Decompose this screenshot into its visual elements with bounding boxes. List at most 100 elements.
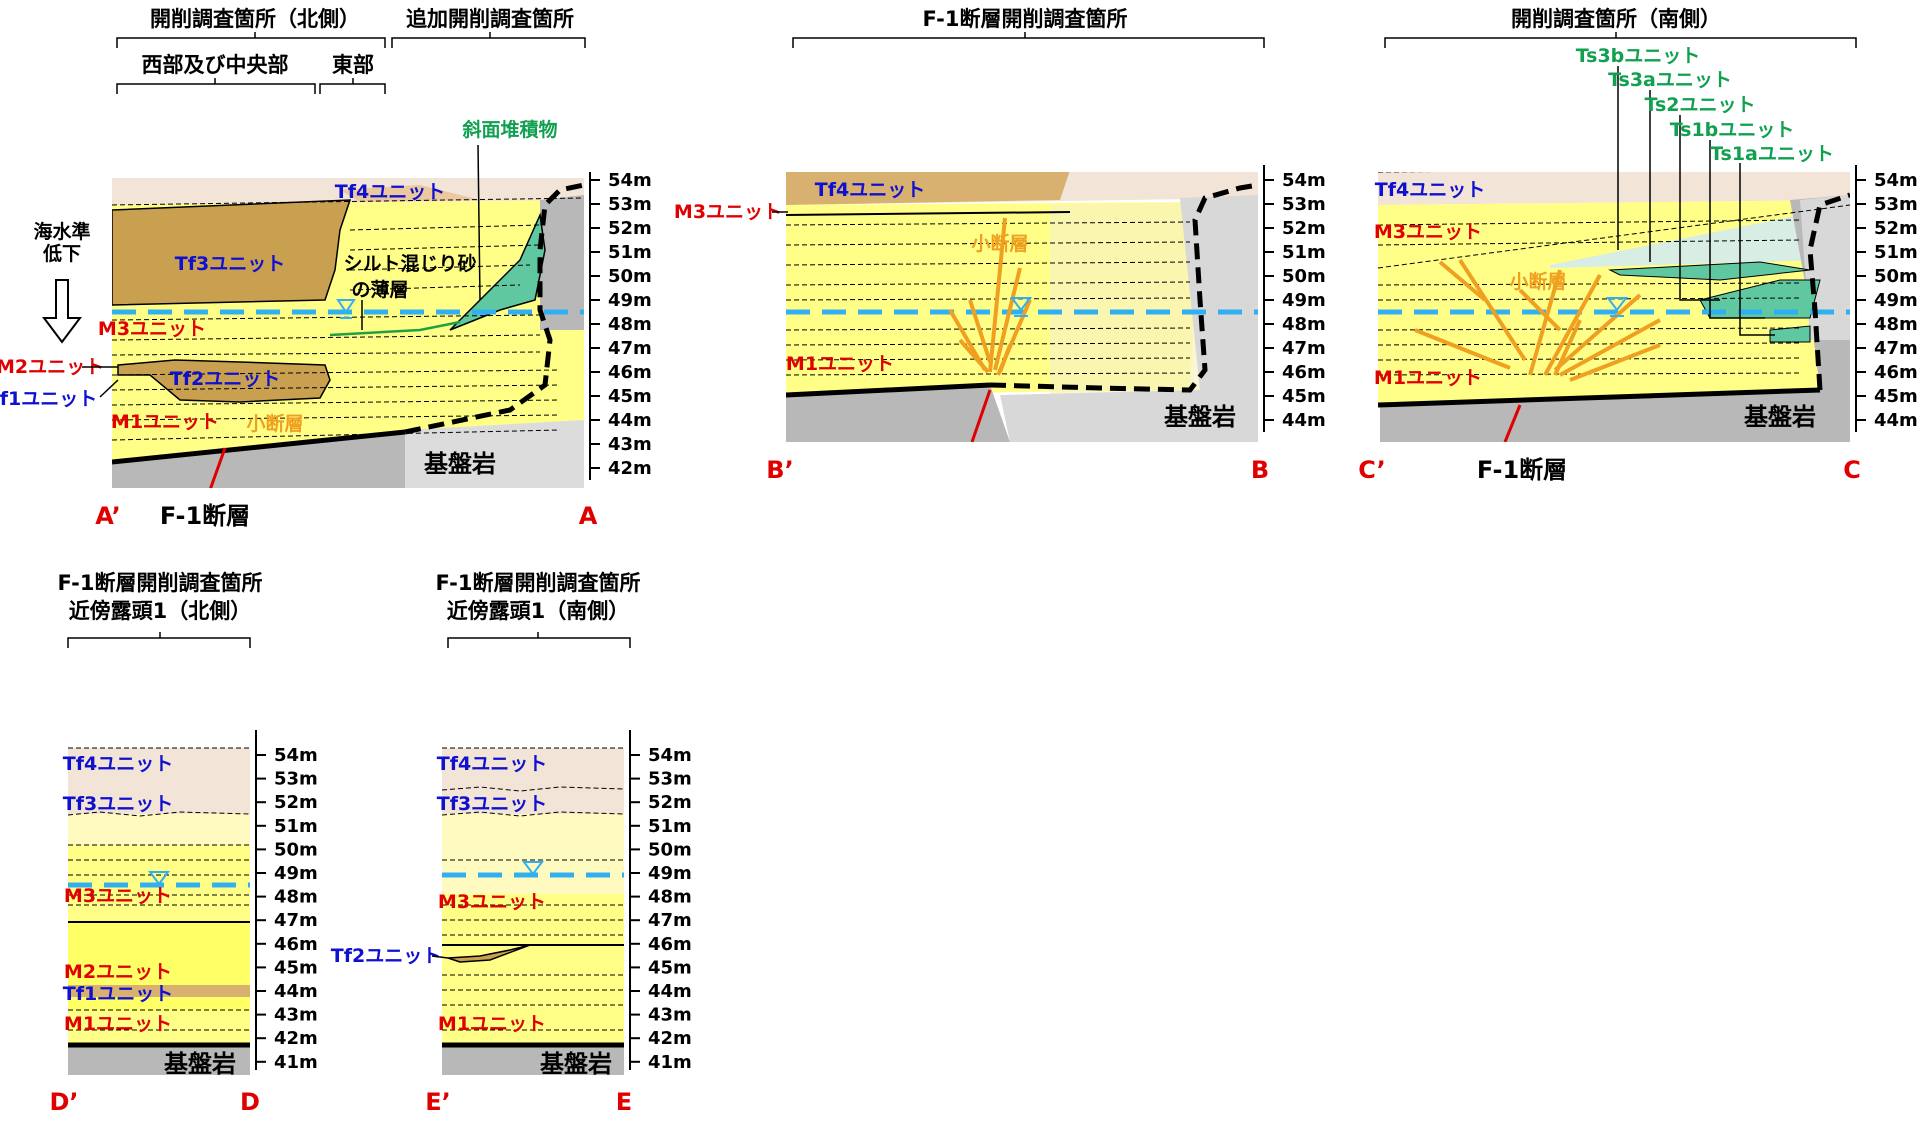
section-d-prime: D’ — [49, 1088, 78, 1116]
label-ts3b: Ts3bユニット — [1576, 45, 1701, 67]
label-m1-b: M1ユニット — [786, 353, 894, 375]
bracket-extra — [391, 32, 586, 48]
f1-fault-line-c — [1503, 404, 1522, 442]
scale-label: 47m — [1874, 338, 1918, 359]
section-d: D — [240, 1088, 260, 1116]
scale-label: 54m — [648, 745, 692, 766]
scale-label: 45m — [1282, 386, 1326, 407]
label-tf4-d: Tf4ユニット — [63, 753, 173, 775]
f1-fault-line — [209, 447, 227, 488]
scale-label: 54m — [1874, 170, 1918, 191]
label-tf4-c: Tf4ユニット — [1375, 179, 1485, 201]
label-m1-c: M1ユニット — [1374, 367, 1482, 389]
water-marker-icon — [336, 299, 356, 319]
scale-label: 53m — [274, 769, 318, 790]
scale-label: 46m — [1282, 362, 1326, 383]
scale-label: 53m — [1282, 194, 1326, 215]
scale-label: 46m — [608, 362, 652, 383]
scale-label: 41m — [274, 1052, 318, 1073]
scale-label: 43m — [608, 434, 652, 455]
excavation-outline — [404, 182, 584, 435]
silt-layer — [329, 320, 461, 337]
section-a: A — [579, 502, 598, 530]
scale-label: 44m — [648, 981, 692, 1002]
section-c-prime: C’ — [1358, 456, 1386, 484]
label-tf4-e: Tf4ユニット — [437, 753, 547, 775]
bracket-d — [67, 632, 251, 648]
scale-label: 43m — [274, 1005, 318, 1026]
scale-label: 48m — [648, 887, 692, 908]
scale-label: 49m — [1874, 290, 1918, 311]
scale-label: 45m — [648, 957, 692, 978]
scale-label: 47m — [608, 338, 652, 359]
scale-label: 46m — [648, 934, 692, 955]
scale-label: 52m — [648, 792, 692, 813]
label-fault-a: F-1断層 — [160, 502, 250, 530]
label-m1-e: M1ユニット — [438, 1013, 546, 1035]
label-sea-1: 海水準 — [33, 220, 90, 243]
water-marker-icon — [1010, 297, 1032, 317]
scale-label: 51m — [648, 816, 692, 837]
scale-label: 51m — [608, 242, 652, 263]
section-e: E — [616, 1088, 632, 1116]
label-small-fault-b: 小断層 — [971, 232, 1028, 255]
scale-label: 42m — [648, 1028, 692, 1049]
tf4-layer — [786, 172, 1070, 205]
label-tf4: Tf4ユニット — [335, 181, 445, 203]
excavation-outline-b — [989, 182, 1258, 393]
bedrock-d — [68, 1045, 250, 1075]
scale-label: 44m — [608, 410, 652, 431]
scale-label: 49m — [608, 290, 652, 311]
section-b: B — [1251, 456, 1269, 484]
label-tf3-d: Tf3ユニット — [63, 793, 173, 815]
scale-label: 53m — [608, 194, 652, 215]
scale-label: 46m — [1874, 362, 1918, 383]
depth-scale-e: 54m53m52m51m50m49m48m47m46m45m44m43m42m4… — [629, 730, 692, 1073]
label-tf4-b: Tf4ユニット — [815, 179, 925, 201]
label-silt-1: シルト混じり砂 — [343, 253, 476, 275]
excavation-outline-c — [1807, 192, 1850, 391]
label-ts3a: Ts3aユニット — [1608, 69, 1732, 91]
scale-label: 51m — [1874, 242, 1918, 263]
heading-d-2: 近傍露頭1（北側） — [69, 599, 252, 623]
scale-label: 44m — [274, 981, 318, 1002]
scale-label: 42m — [608, 458, 652, 479]
bracket-west — [116, 78, 316, 94]
down-arrow-icon — [42, 279, 82, 344]
scale-label: 54m — [608, 170, 652, 191]
scale-label: 41m — [648, 1052, 692, 1073]
label-small-fault: 小断層 — [246, 412, 303, 435]
scale-label: 52m — [1282, 218, 1326, 239]
bracket-east — [319, 78, 386, 94]
label-sea-2: 低下 — [42, 242, 81, 265]
label-m2-d: M2ユニット — [64, 961, 172, 983]
scale-label: 50m — [274, 839, 318, 860]
section-c: C — [1843, 456, 1861, 484]
scale-label: 50m — [648, 839, 692, 860]
small-faults-b — [948, 217, 1032, 376]
section-e-prime: E’ — [425, 1088, 451, 1116]
water-marker-icon — [148, 871, 170, 886]
slope-deposit — [449, 212, 546, 331]
label-m1: M1ユニット — [111, 411, 219, 433]
scale-label: 42m — [274, 1028, 318, 1049]
scale-label: 54m — [1282, 170, 1326, 191]
scale-label: 44m — [1874, 410, 1918, 431]
label-tf3: Tf3ユニット — [175, 253, 285, 275]
bracket-north — [116, 32, 386, 48]
heading-e-1: F-1断層開削調査箇所 — [435, 571, 640, 595]
label-tf1-d: Tf1ユニット — [63, 983, 173, 1005]
label-m3-d: M3ユニット — [64, 885, 172, 907]
scale-label: 54m — [274, 745, 318, 766]
scale-label: 50m — [1282, 266, 1326, 287]
heading-south: 開削調査箇所（南側） — [1511, 7, 1721, 31]
scale-label: 45m — [608, 386, 652, 407]
label-m3-c: M3ユニット — [1374, 221, 1482, 243]
scale-label: 52m — [608, 218, 652, 239]
f1-fault-line-b — [970, 389, 992, 442]
